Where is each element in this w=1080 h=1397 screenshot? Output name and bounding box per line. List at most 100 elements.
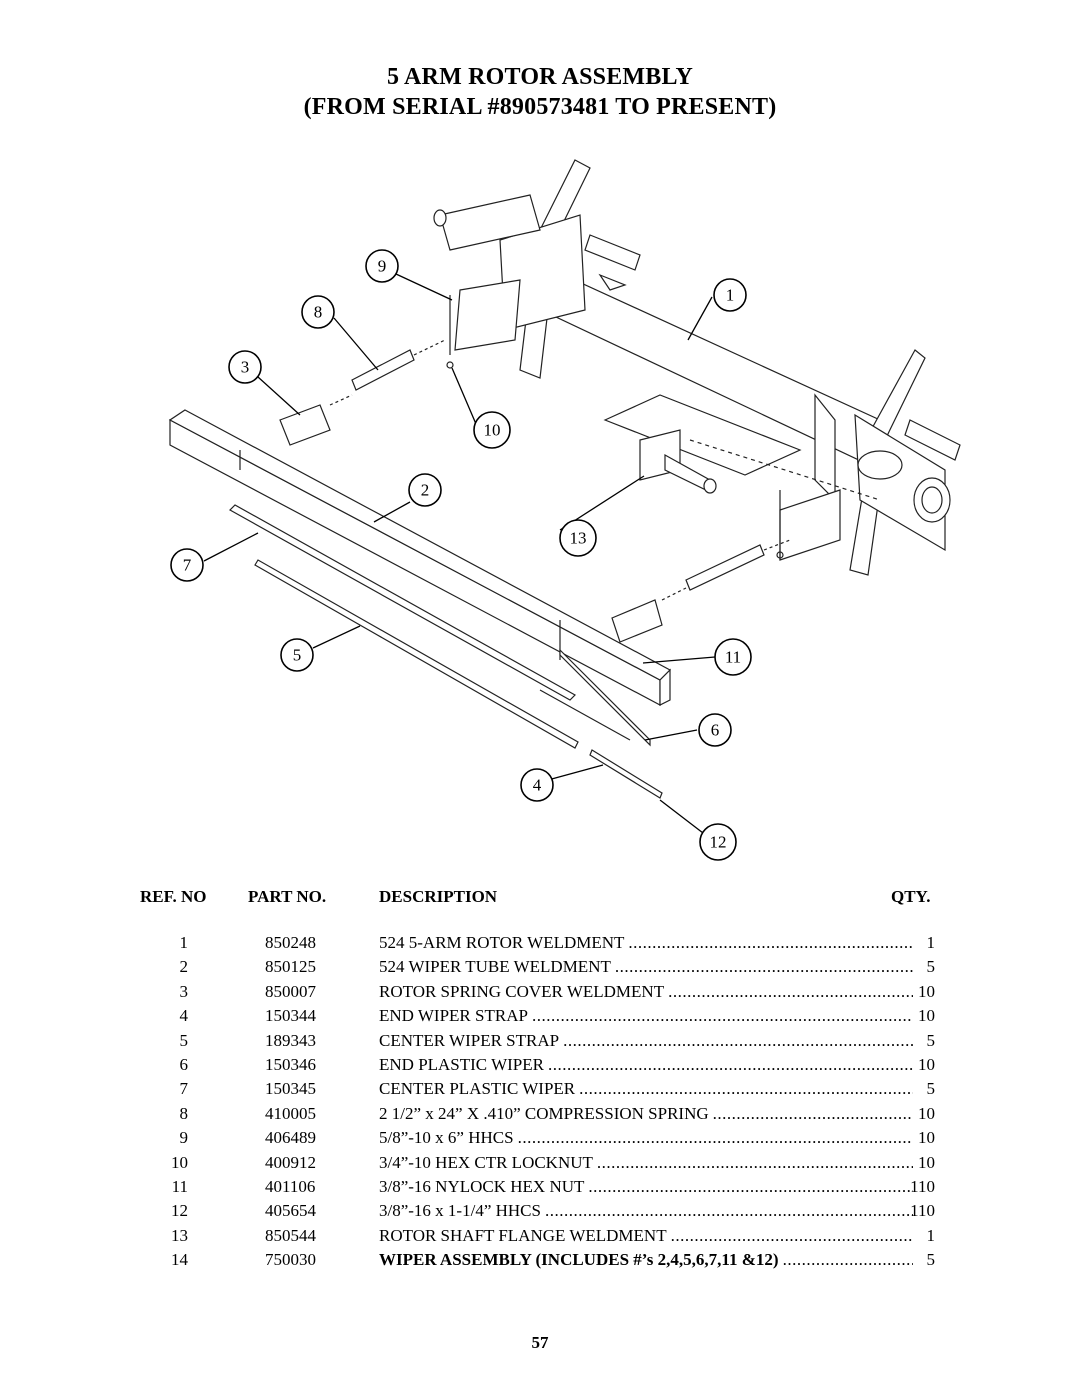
header-part: PART NO. <box>248 887 327 906</box>
description-cell: END PLASTIC WIPER <box>379 1055 913 1075</box>
leader-dots <box>518 1128 913 1148</box>
description-text: 2 1/2” x 24” X .410” COMPRESSION SPRING <box>379 1103 713 1124</box>
ref-number: 7 <box>179 1079 189 1099</box>
quantity: 10 <box>918 981 935 1001</box>
part-number: 850125 <box>265 957 316 977</box>
rotor-weldment-drawing <box>433 159 961 576</box>
part-number: 405654 <box>265 1201 316 1221</box>
description-text: 524 WIPER TUBE WELDMENT <box>379 957 615 978</box>
callout-7: 7 <box>170 548 204 582</box>
quantity: 10 <box>918 1055 935 1074</box>
leader-dots <box>713 1104 913 1124</box>
part-number: 189343 <box>265 1030 316 1050</box>
quantity: 10 <box>918 1128 935 1148</box>
description-cell: CENTER WIPER STRAP <box>379 1030 913 1051</box>
part-number: 150346 <box>265 1055 316 1074</box>
ref-number: 1 <box>179 933 189 952</box>
svg-text:2: 2 <box>421 481 430 500</box>
part-number: 850248 <box>265 933 316 952</box>
quantity: 5 <box>926 1079 936 1099</box>
svg-text:4: 4 <box>533 776 542 795</box>
ref-number: 3 <box>179 981 189 1001</box>
leader-dots <box>668 982 913 1002</box>
description-cell: 3/8”-16 NYLOCK HEX NUT <box>379 1177 913 1197</box>
leader-dots <box>783 1250 913 1270</box>
page-subtitle: (FROM SERIAL #890573481 TO PRESENT) <box>303 94 777 120</box>
header-qty: QTY. <box>891 887 931 906</box>
quantity: 110 <box>910 1201 935 1221</box>
ref-number: 5 <box>179 1030 189 1050</box>
table-row: 5 189343 CENTER WIPER STRAP 5 <box>0 1030 1080 1055</box>
description-text: ROTOR SPRING COVER WELDMENT <box>379 981 669 1002</box>
wiper-straps-drawing <box>229 504 663 799</box>
description-text: WIPER ASSEMBLY (INCLUDES #’s 2,4,5,6,7,1… <box>379 1250 783 1271</box>
callout-11: 11 <box>714 638 752 676</box>
leader-dots <box>532 1006 913 1026</box>
table-row: 1 850248 524 5-ARM ROTOR WELDMENT 1 <box>0 933 1080 957</box>
leader-dots <box>597 1153 913 1173</box>
part-number: 401106 <box>265 1177 316 1196</box>
leader-dots <box>563 1031 913 1051</box>
ref-number: 10 <box>171 1152 188 1172</box>
part-number: 410005 <box>265 1103 316 1123</box>
page-title: 5 ARM ROTOR ASSEMBLY <box>386 64 694 90</box>
description-cell: CENTER PLASTIC WIPER <box>379 1079 913 1100</box>
svg-text:5: 5 <box>293 646 302 665</box>
description-text: 524 5-ARM ROTOR WELDMENT <box>379 933 629 953</box>
ref-number: 6 <box>179 1055 189 1074</box>
leader-lines <box>203 273 716 834</box>
description-text: 3/8”-16 NYLOCK HEX NUT <box>379 1177 589 1197</box>
description-cell: ROTOR SPRING COVER WELDMENT <box>379 981 913 1002</box>
callout-4: 4 <box>520 768 554 802</box>
quantity: 5 <box>926 1250 936 1270</box>
ref-number: 11 <box>171 1177 188 1196</box>
table-row: 8 410005 2 1/2” x 24” X .410” COMPRESSION … <box>0 1103 1080 1128</box>
part-number: 400912 <box>265 1152 316 1172</box>
leader-dots <box>588 1177 913 1197</box>
description-cell: ROTOR SHAFT FLANGE WELDMENT <box>379 1225 913 1246</box>
callout-2: 2 <box>408 473 442 507</box>
svg-text:7: 7 <box>183 556 192 575</box>
exploded-parts-diagram: 1 2 3 4 5 6 7 8 9 10 11 12 13 <box>168 159 961 861</box>
part-number: 850544 <box>265 1225 316 1245</box>
table-row: 7 150345 CENTER PLASTIC WIPER 5 <box>0 1079 1080 1103</box>
callout-6: 6 <box>698 713 732 747</box>
table-row: 6 150346 END PLASTIC WIPER 10 <box>0 1055 1080 1079</box>
description-cell: 524 WIPER TUBE WELDMENT <box>379 957 913 978</box>
quantity: 5 <box>926 1030 936 1050</box>
leader-dots <box>615 957 913 977</box>
page-number: 57 <box>531 1333 549 1352</box>
quantity: 1 <box>926 1225 936 1245</box>
description-text: END WIPER STRAP <box>379 1006 532 1027</box>
svg-text:3: 3 <box>241 358 250 377</box>
ref-number: 13 <box>171 1225 188 1245</box>
callout-8: 8 <box>301 295 335 329</box>
description-text: CENTER PLASTIC WIPER <box>379 1079 580 1100</box>
callout-5: 5 <box>280 638 314 672</box>
callout-3: 3 <box>228 350 262 384</box>
quantity: 1 <box>926 933 936 952</box>
callout-1: 1 <box>713 278 747 312</box>
ref-number: 9 <box>179 1128 189 1148</box>
leader-dots <box>671 1226 913 1246</box>
quantity: 110 <box>910 1177 935 1196</box>
svg-text:9: 9 <box>378 257 387 276</box>
description-text: CENTER WIPER STRAP <box>379 1030 564 1051</box>
ref-number: 8 <box>179 1103 189 1123</box>
description-cell: 3/4”-10 HEX CTR LOCKNUT <box>379 1152 913 1173</box>
description-cell: 5/8”-10 x 6” HHCS <box>379 1128 913 1149</box>
description-cell: END WIPER STRAP <box>379 1006 913 1027</box>
description-cell: 2 1/2” x 24” X .410” COMPRESSION SPRING <box>379 1103 913 1124</box>
quantity: 10 <box>918 1006 935 1026</box>
flange-weldment-drawing <box>603 394 881 501</box>
description-cell: 3/8”-16 x 1-1/4” HHCS <box>379 1201 913 1222</box>
leader-dots <box>545 1201 913 1221</box>
svg-text:1: 1 <box>726 286 735 305</box>
description-text: 3/4”-10 HEX CTR LOCKNUT <box>379 1152 597 1173</box>
part-number: 150345 <box>265 1079 316 1099</box>
